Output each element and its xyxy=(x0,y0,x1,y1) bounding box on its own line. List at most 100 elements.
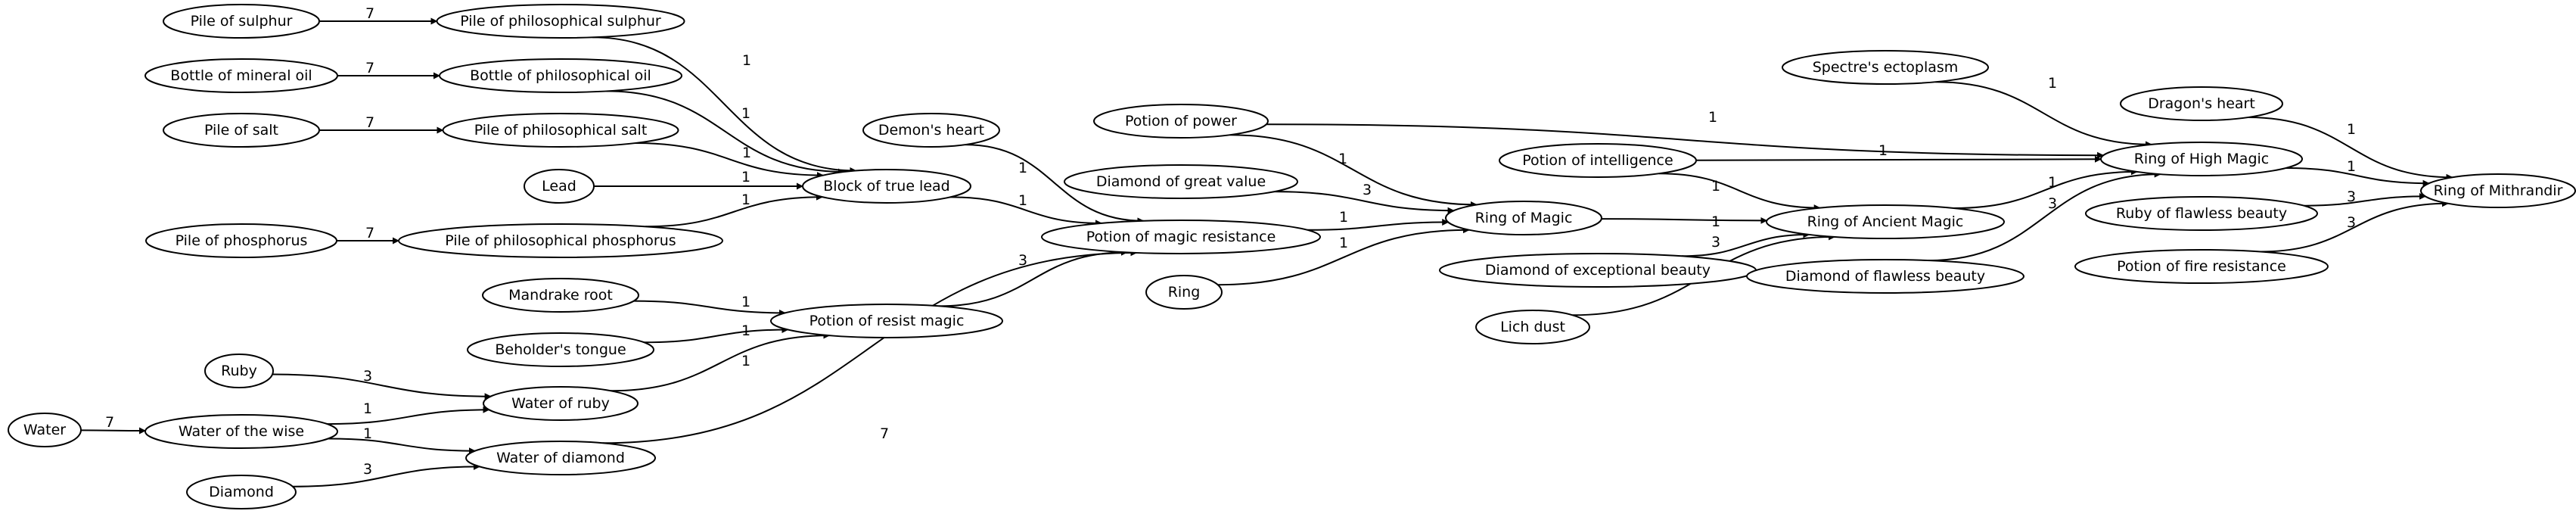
node-ellipse xyxy=(144,58,338,93)
node-demons-heart: Demon's heart xyxy=(862,113,1000,148)
node-ruby-flawless: Ruby of flawless beauty xyxy=(2085,196,2318,231)
edge-ruby-flawless-to-mithrandir xyxy=(2304,192,2426,207)
node-label: Potion of resist magic xyxy=(809,313,965,329)
node-label: Diamond of great value xyxy=(1096,173,1266,190)
node-label: Pile of phosphorus xyxy=(176,232,308,249)
edge-weight-label: 1 xyxy=(1339,209,1348,226)
edge-phil-salt-to-true-lead xyxy=(635,142,824,179)
node-label: Beholder's tongue xyxy=(495,341,626,358)
edge-phil-oil-to-true-lead xyxy=(606,90,845,176)
edge-weight-label: 7 xyxy=(880,425,889,442)
edge-mandrake-to-resist-magic xyxy=(633,300,786,316)
node-ellipse xyxy=(2120,86,2283,121)
node-ring-ancient: Ring of Ancient Magic xyxy=(1766,204,2005,239)
edge-weight-label: 7 xyxy=(365,225,374,241)
edge-ring-magic-to-ring-ancient xyxy=(1601,217,1768,224)
node-label: Pile of philosophical phosphorus xyxy=(445,232,676,249)
edge-weight-label: 1 xyxy=(741,322,750,339)
node-label: Water of ruby xyxy=(511,395,610,412)
node-label: Pile of philosophical sulphur xyxy=(460,13,661,30)
node-lead: Lead xyxy=(524,169,595,204)
edge-ring-to-ring-magic xyxy=(1217,226,1470,286)
node-label: Bottle of mineral oil xyxy=(170,67,312,84)
node-sulphur: Pile of sulphur xyxy=(163,4,320,39)
edge-diamond-great-to-ring-magic xyxy=(1274,191,1455,214)
node-diamond-exc: Diamond of exceptional beauty xyxy=(1439,253,1757,288)
node-phil-phosphorus: Pile of philosophical phosphorus xyxy=(398,223,723,258)
node-ellipse xyxy=(862,113,1000,148)
edge-weight-label: 3 xyxy=(2347,188,2356,205)
node-ellipse xyxy=(2074,249,2329,284)
edge-potion-power-to-ring-high xyxy=(1266,123,2105,159)
node-label: Ring xyxy=(1168,284,1201,301)
edge-weight-label: 7 xyxy=(365,60,374,76)
edge-diamond-exc-to-ring-ancient xyxy=(1681,231,1810,257)
edge-dragon-to-mithrandir xyxy=(2248,117,2453,181)
edge-weight-label: 1 xyxy=(363,425,372,442)
node-label: Dragon's heart xyxy=(2148,95,2255,112)
node-label: Spectre's ectoplasm xyxy=(1813,59,1959,76)
edge-weight-label: 1 xyxy=(741,353,750,369)
node-label: Ring of Magic xyxy=(1475,210,1573,226)
node-ellipse xyxy=(145,223,337,258)
edge-weight-label: 1 xyxy=(1018,192,1027,209)
node-ring-high: Ring of High Magic xyxy=(2100,142,2303,176)
edge-water-wise-to-water-ruby xyxy=(327,406,490,425)
node-ellipse xyxy=(442,113,679,148)
node-label: Potion of magic resistance xyxy=(1086,229,1276,245)
node-label: Ring of High Magic xyxy=(2134,151,2270,167)
node-diamond-flawless: Diamond of flawless beauty xyxy=(1746,259,2024,294)
edge-weight-label: 7 xyxy=(365,5,374,22)
edge-weight-label: 1 xyxy=(742,145,751,161)
node-ellipse xyxy=(1145,275,1223,310)
edge-water-to-water-wise xyxy=(80,427,146,435)
node-label: Water of diamond xyxy=(496,450,625,466)
node-water-diamond: Water of diamond xyxy=(465,441,656,475)
node-lich: Lich dust xyxy=(1475,310,1590,344)
node-ruby: Ruby xyxy=(204,354,274,388)
edge-weight-label: 3 xyxy=(1711,234,1720,251)
node-ellipse xyxy=(1746,259,2024,294)
node-ellipse xyxy=(1499,143,1697,178)
node-ellipse xyxy=(770,304,1003,338)
node-ellipse xyxy=(1475,310,1590,344)
node-ellipse xyxy=(1766,204,2005,239)
edge-weight-label: 3 xyxy=(363,368,372,385)
edge-water-diamond-to-magic-resistance xyxy=(602,249,1138,444)
node-label: Diamond of flawless beauty xyxy=(1785,268,1985,285)
node-beholder: Beholder's tongue xyxy=(467,332,654,367)
edge-beholder-to-resist-magic xyxy=(644,326,789,344)
node-ellipse xyxy=(802,169,971,204)
edge-weight-label: 1 xyxy=(1711,178,1720,195)
edge-weight-label: 1 xyxy=(1711,213,1720,230)
edge-magic-resistance-to-ring-magic xyxy=(1307,219,1450,231)
node-ellipse xyxy=(1064,164,1298,199)
node-ellipse xyxy=(1093,104,1269,139)
edges-layer: 77771111173113111113713111131111131133 xyxy=(80,5,2453,488)
node-phil-salt: Pile of philosophical salt xyxy=(442,113,679,148)
node-label: Pile of philosophical salt xyxy=(474,122,648,139)
edge-diamond-to-water-diamond xyxy=(292,463,480,488)
edge-weight-label: 1 xyxy=(2347,158,2356,175)
node-ellipse xyxy=(398,223,723,258)
node-ellipse xyxy=(144,414,338,449)
node-water-wise: Water of the wise xyxy=(144,414,338,449)
edge-weight-label: 1 xyxy=(1878,142,1888,159)
edge-potion-intel-to-ring-ancient xyxy=(1658,173,1821,212)
node-water-ruby: Water of ruby xyxy=(483,386,639,421)
edge-potion-power-to-ring-magic xyxy=(1229,134,1478,208)
edge-weight-label: 1 xyxy=(1339,235,1348,251)
node-spectre: Spectre's ectoplasm xyxy=(1782,50,1989,85)
node-ellipse xyxy=(204,354,274,388)
node-ellipse xyxy=(1041,220,1321,254)
node-ellipse xyxy=(2100,142,2303,176)
edge-true-lead-to-magic-resistance xyxy=(949,196,1102,227)
edge-ring-ancient-to-ring-high xyxy=(1953,168,2138,209)
node-label: Potion of fire resistance xyxy=(2117,258,2286,275)
edge-weight-label: 1 xyxy=(742,52,751,69)
edge-resist-magic-to-magic-resistance xyxy=(938,248,1128,307)
node-mithrandir: Ring of Mithrandir xyxy=(2420,173,2576,208)
node-label: Potion of power xyxy=(1125,113,1237,129)
node-phil-oil: Bottle of philosophical oil xyxy=(439,58,682,93)
edge-weight-label: 1 xyxy=(741,105,750,122)
